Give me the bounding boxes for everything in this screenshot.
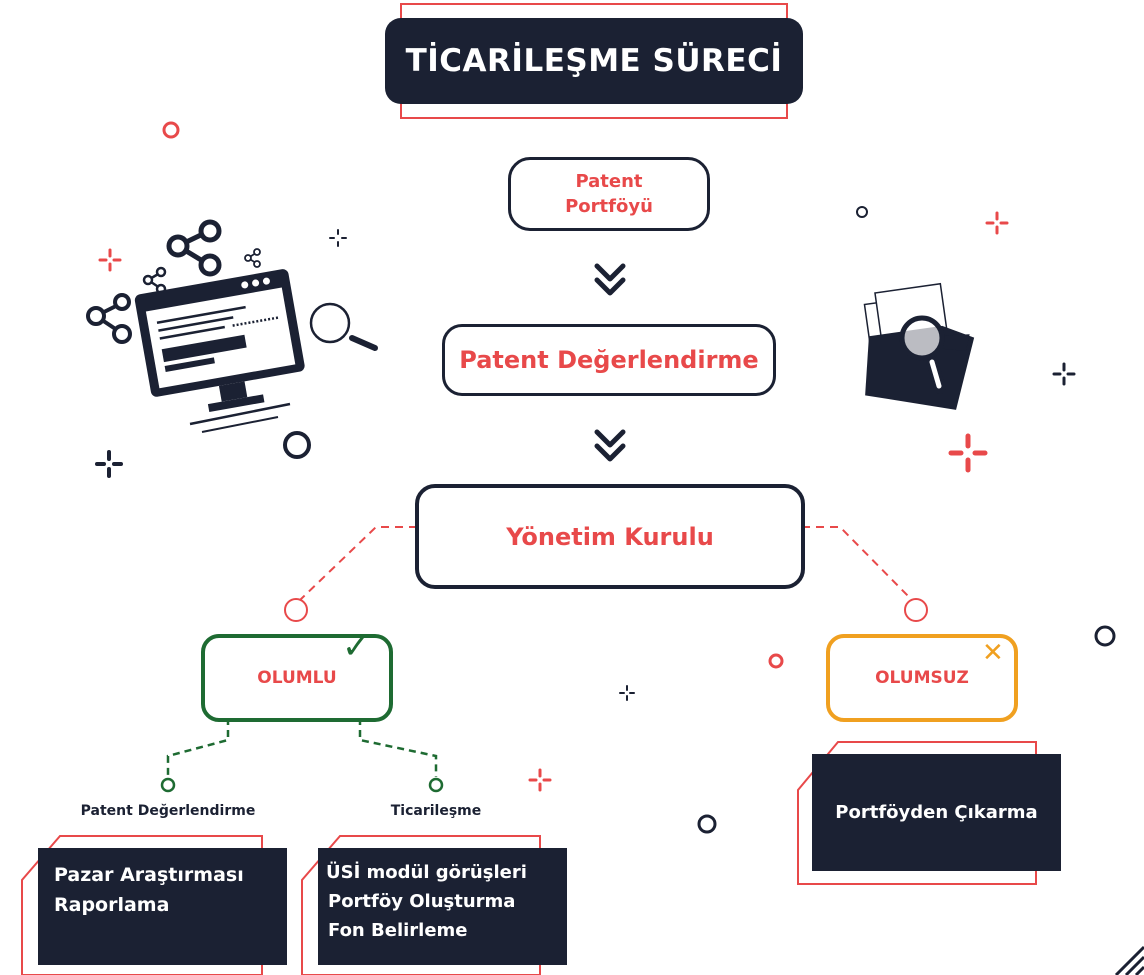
cross-icon: ✕ xyxy=(982,638,1004,668)
branch-caption-left: Patent Değerlendirme xyxy=(80,803,256,819)
sparkle-icon xyxy=(985,211,1009,235)
step-patent-evaluation: Patent Değerlendirme xyxy=(442,324,776,396)
board-connector-left xyxy=(299,526,417,601)
sparkle-icon xyxy=(329,229,347,247)
magnifier-icon xyxy=(309,302,378,351)
positive-connectors xyxy=(166,718,438,777)
ring-decoration xyxy=(768,653,784,669)
corner-decoration xyxy=(1114,945,1144,975)
chevron-down-icon xyxy=(594,263,626,296)
share-icon xyxy=(244,248,261,268)
ring-decoration xyxy=(283,431,311,459)
task-box-right: ÜSİ modül görüşleri Portföy Oluşturma Fo… xyxy=(318,848,567,965)
ring-decoration xyxy=(162,121,180,139)
sparkle-icon xyxy=(1052,362,1076,386)
box-frame xyxy=(21,835,263,975)
branch-caption-right: Ticarileşme xyxy=(390,803,482,819)
share-icon xyxy=(142,266,167,295)
step-label: Patent Değerlendirme xyxy=(459,346,759,374)
board-connector-right xyxy=(802,526,913,601)
outcome-label: OLUMSUZ xyxy=(875,668,969,688)
sparkle-icon xyxy=(98,248,122,272)
task-item: Pazar Araştırması xyxy=(54,864,244,886)
share-icon xyxy=(166,219,222,277)
task-item: Raporlama xyxy=(54,894,170,916)
sparkle-icon xyxy=(619,685,635,701)
step-board: Yönetim Kurulu xyxy=(415,484,805,589)
task-item: Portföy Oluşturma xyxy=(328,891,516,912)
share-icon xyxy=(86,293,132,344)
task-item: Fon Belirleme xyxy=(328,920,468,941)
check-icon: ✓ xyxy=(342,627,371,667)
ring-decoration xyxy=(1094,625,1116,647)
task-box-negative: Portföyden Çıkarma xyxy=(812,754,1061,871)
sparkle-icon xyxy=(948,433,988,473)
branch-node xyxy=(904,598,928,622)
box-frame xyxy=(797,741,1037,885)
step-label: Patent xyxy=(575,171,643,192)
magnifier-icon xyxy=(899,315,946,394)
folder-illustration xyxy=(863,282,975,410)
outcome-label: OLUMLU xyxy=(257,668,337,688)
sparkle-icon xyxy=(528,768,552,792)
step-label: Yönetim Kurulu xyxy=(506,522,714,551)
title-banner: TİCARİLEŞME SÜRECİ xyxy=(385,18,803,104)
ring-decoration xyxy=(856,206,868,218)
page-title: TİCARİLEŞME SÜRECİ xyxy=(405,43,783,79)
chevron-down-icon xyxy=(594,429,626,462)
task-box-left: Pazar Araştırması Raporlama xyxy=(38,848,287,965)
branch-node xyxy=(284,598,308,622)
task-item: Portföyden Çıkarma xyxy=(835,802,1038,823)
task-item: ÜSİ modül görüşleri xyxy=(326,862,527,883)
step-label: Portföyü xyxy=(565,196,653,217)
outcome-positive: OLUMLU xyxy=(201,634,393,722)
box-frame xyxy=(301,835,541,975)
outcome-negative: OLUMSUZ xyxy=(826,634,1018,722)
ring-decoration xyxy=(697,814,717,834)
branch-node xyxy=(160,777,176,793)
sparkle-icon xyxy=(95,450,123,478)
computer-illustration xyxy=(86,219,378,433)
branch-node xyxy=(428,777,444,793)
step-patent-portfolio: Patent Portföyü xyxy=(508,157,710,231)
